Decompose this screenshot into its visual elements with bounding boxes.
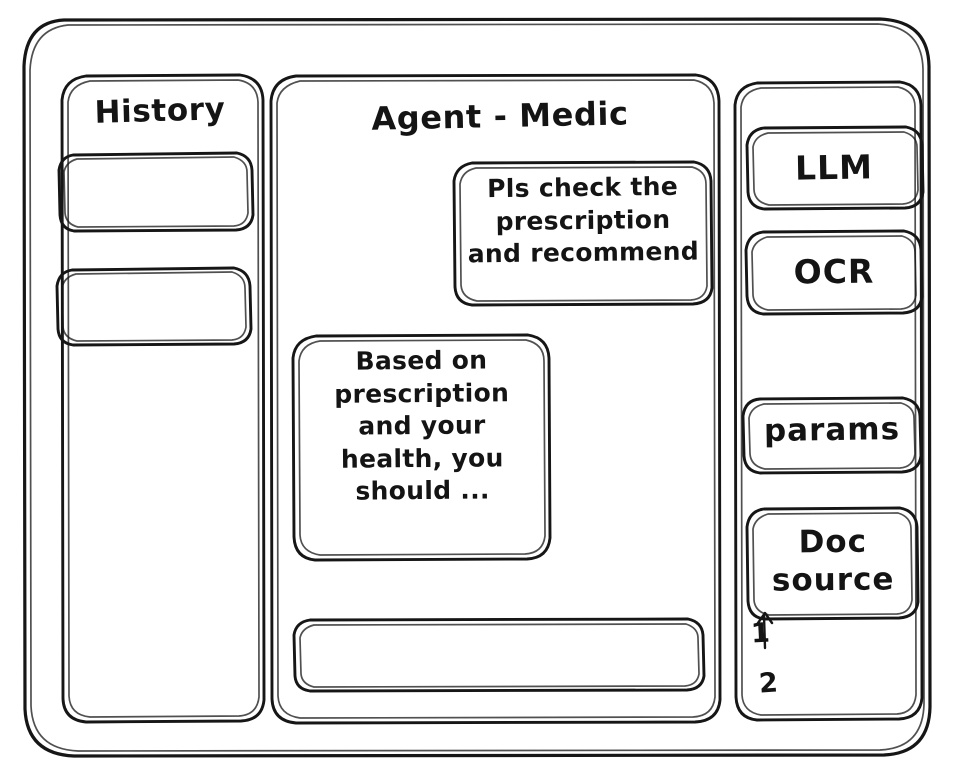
tool-params-frame[interactable] — [741, 396, 923, 475]
agent-message-text: Based on prescription and your health, y… — [334, 345, 510, 506]
app-window-frame — [22, 17, 932, 758]
user-message-bubble-frame — [452, 160, 714, 307]
composer-input-frame[interactable] — [292, 617, 706, 693]
tool-params-label[interactable]: params — [763, 411, 901, 449]
history-item-2-frame[interactable] — [55, 266, 253, 347]
tool-llm-label[interactable]: LLM — [794, 147, 874, 188]
doc-ref-marker-1[interactable]: 1 — [750, 617, 771, 650]
history-panel-title: History — [94, 91, 226, 131]
doc-ref-marker-2[interactable]: 2 — [757, 667, 779, 700]
agent-panel-title: Agent - Medic — [371, 94, 629, 138]
history-panel-frame — [60, 73, 266, 724]
history-item-1-frame[interactable] — [57, 151, 255, 233]
tool-llm-frame[interactable] — [745, 125, 925, 211]
tool-doc-source-label[interactable]: Doc source — [771, 523, 895, 599]
tool-ocr-frame[interactable] — [744, 229, 924, 316]
agent-panel-frame — [269, 73, 722, 725]
agent-message-bubble-frame — [291, 333, 552, 562]
doc-ref-connector — [756, 611, 774, 650]
tools-panel-frame — [733, 80, 924, 722]
tool-doc-source-frame[interactable] — [745, 506, 920, 621]
user-message-text: Pls check the prescription and recommend — [467, 171, 700, 269]
tool-ocr-label[interactable]: OCR — [793, 251, 875, 292]
